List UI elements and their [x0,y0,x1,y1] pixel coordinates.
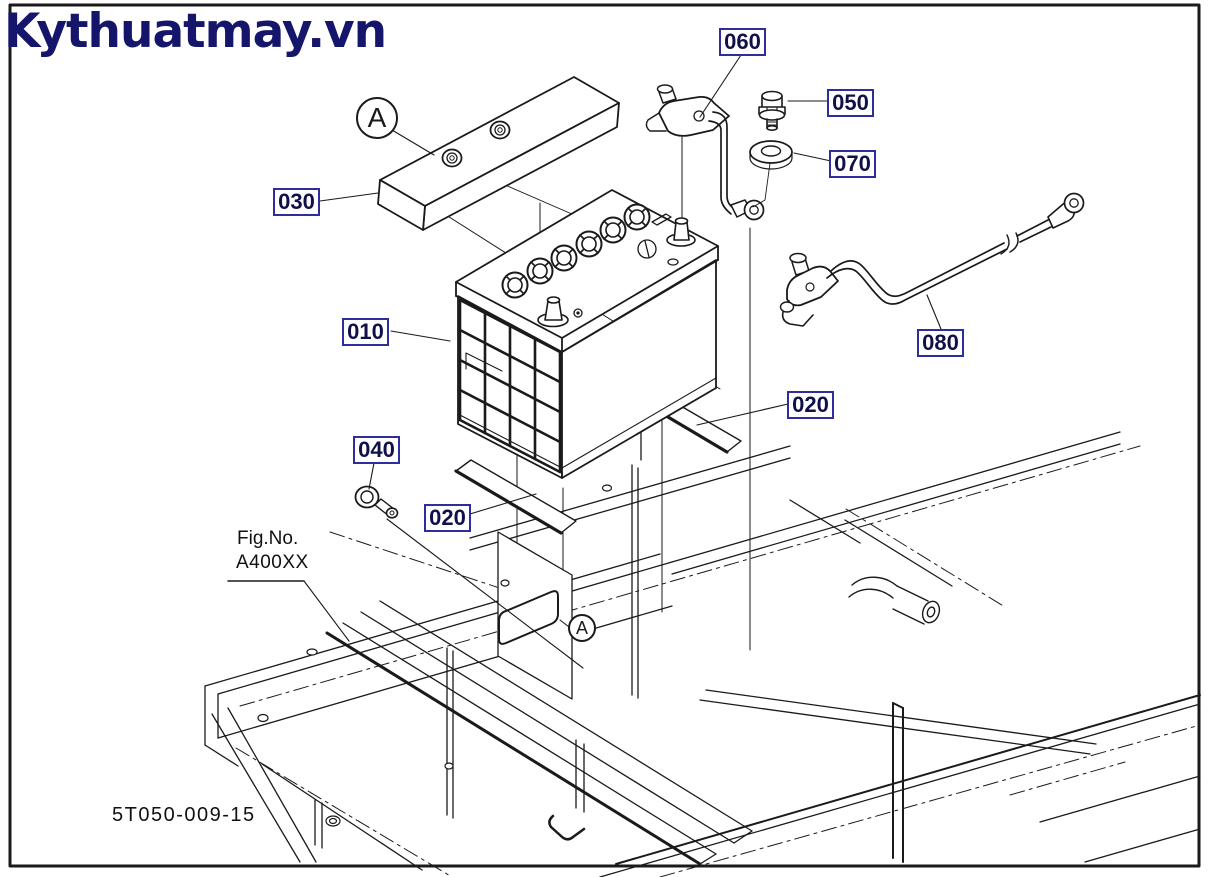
part-label-040: 040 [353,436,400,464]
figure-number-label: Fig.No. [237,528,299,549]
frame-holes [257,484,613,827]
drawing-border [8,3,1201,868]
bolt-050-illustration [758,90,786,132]
battery-top-details [573,213,679,318]
part-label-070: 070 [829,150,876,178]
part-label-030: 030 [273,188,320,216]
frame-illustration [204,379,1201,877]
detail-marker-a-top: A [356,97,398,139]
battery-posts [537,217,696,328]
battery-grid [458,298,562,474]
battery-cell-caps [501,203,651,299]
cylinder-bracket [848,576,941,625]
detail-marker-a-bottom: A [568,614,596,642]
plate-nuts [441,120,511,168]
leader-lines [227,54,942,669]
bolt-040-illustration [354,485,399,519]
terminal-060-illustration [645,84,765,221]
part-label-060: 060 [719,28,766,56]
washer-070-illustration [749,140,793,208]
drawing-number: 5T050-009-15 [112,804,256,826]
part-label-080: 080 [917,329,964,357]
figure-number-code: A400XX [236,552,309,573]
part-label-010: 010 [342,318,389,346]
part-label-050: 050 [827,89,874,117]
detail-a-slot [498,590,559,645]
part-label-020-right: 020 [787,391,834,419]
watermark: Kythuatmay.vn [4,4,387,59]
battery-illustration [455,189,719,479]
cable-080-illustration [779,192,1085,327]
part-label-020-left: 020 [424,504,471,532]
cover-plate-illustration [377,76,620,231]
